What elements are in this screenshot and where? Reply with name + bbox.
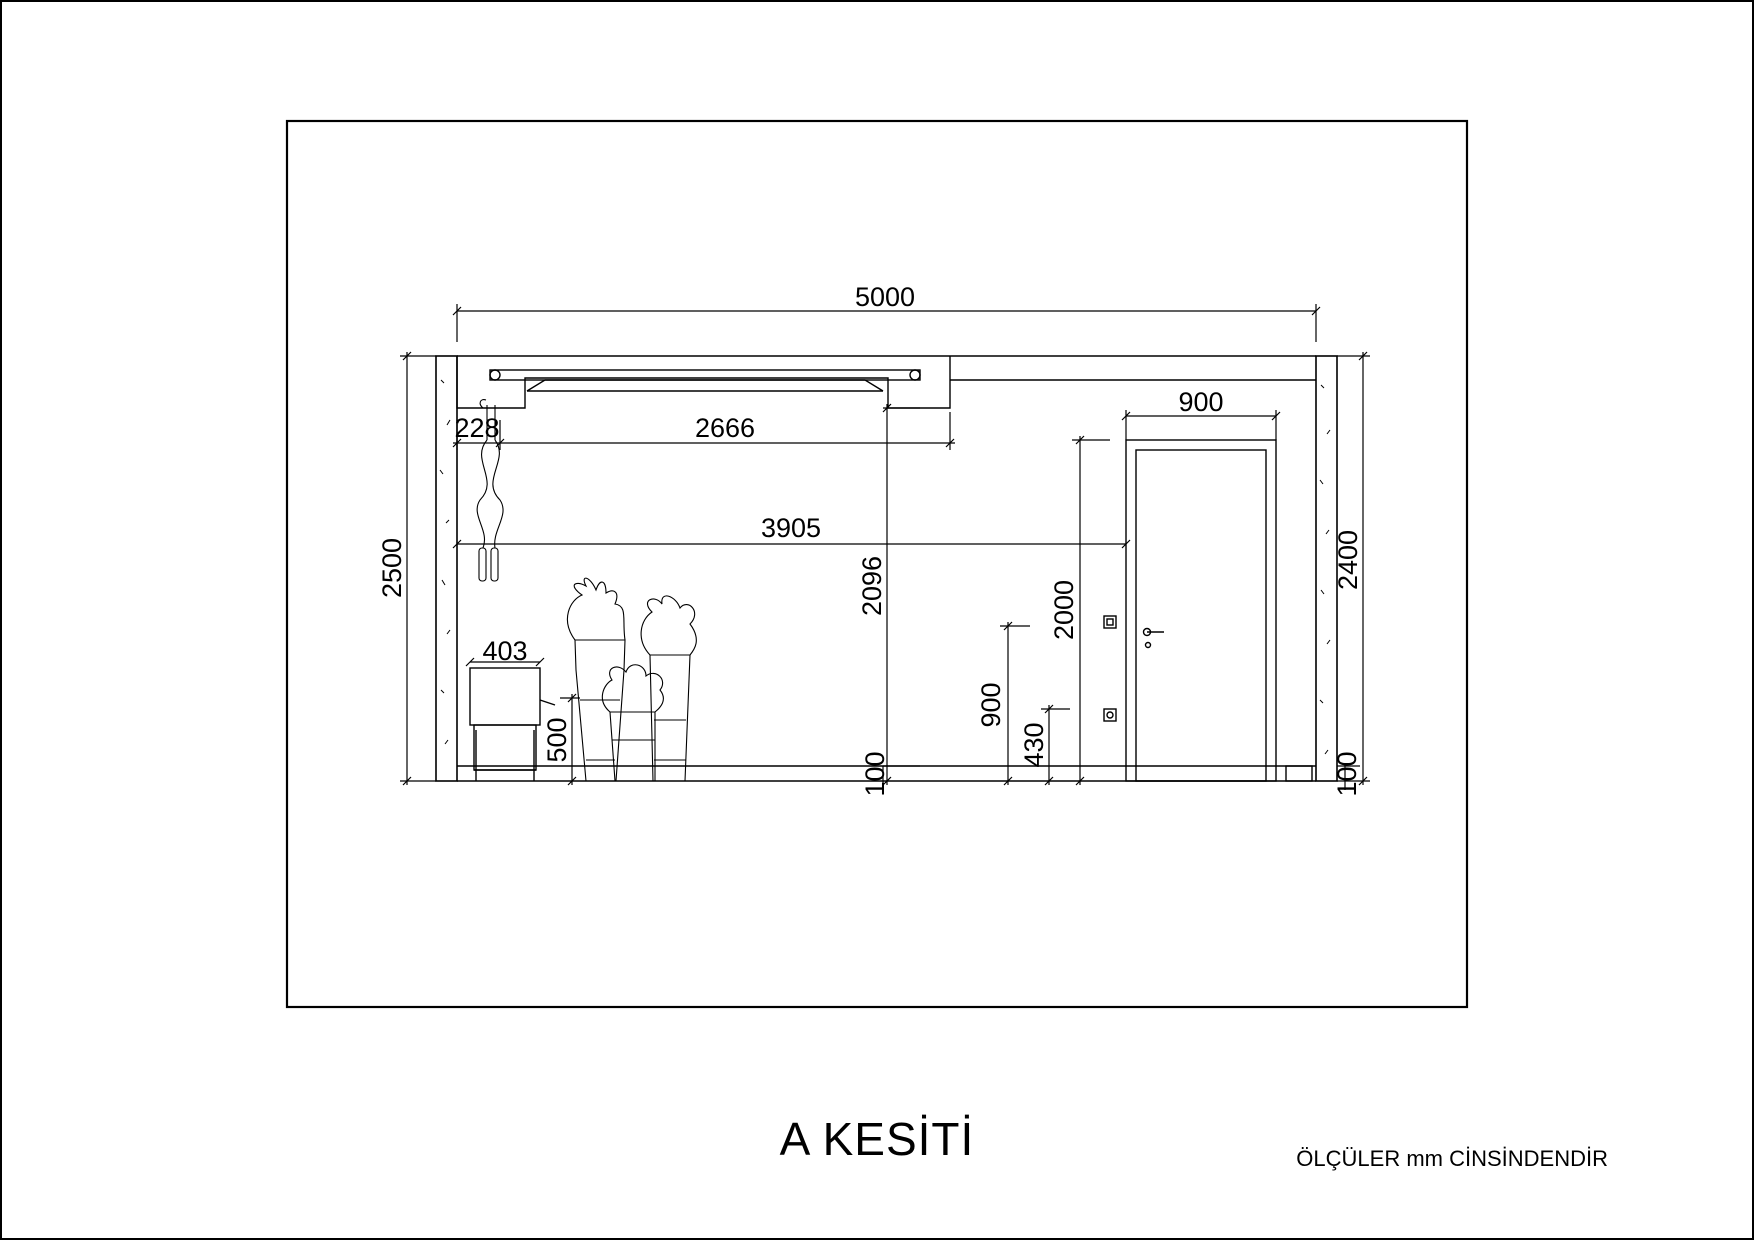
pendant-lamp	[476, 399, 504, 582]
suspended-ceiling-panel	[456, 356, 951, 409]
dim-door-width: 900	[1178, 387, 1223, 417]
dim-cabinet-width: 403	[482, 636, 527, 666]
dimension-lines	[400, 304, 1370, 790]
right-wall	[1315, 355, 1338, 782]
dim-ceiling-height: 2096	[857, 556, 887, 616]
dim-door-height: 2000	[1049, 580, 1079, 640]
section-title: A KESİTİ	[779, 1113, 975, 1165]
wall-socket	[1103, 708, 1117, 722]
unit-note: ÖLÇÜLER mm CİNSİNDENDİR	[1296, 1146, 1608, 1171]
dim-wall-to-door: 3905	[761, 513, 821, 543]
light-switch-inner	[1106, 618, 1114, 626]
skirting-right	[1285, 765, 1313, 782]
dim-skirting-left: 100	[860, 751, 890, 796]
dim-socket-height: 430	[1019, 722, 1049, 767]
drawing-frame	[285, 119, 1469, 1009]
plant-vases	[566, 577, 697, 782]
dim-ceiling-panel: 2666	[695, 413, 755, 443]
dim-total-width: 5000	[855, 282, 915, 312]
door	[1125, 439, 1277, 782]
dim-skirting-right: 100	[1332, 751, 1362, 796]
left-wall	[435, 355, 458, 782]
side-cabinet	[469, 667, 556, 781]
dim-edge-offset: 228	[454, 413, 499, 443]
dim-total-height: 2500	[377, 538, 407, 598]
dim-switch-height: 900	[976, 682, 1006, 727]
wall-socket-inner	[1106, 711, 1114, 719]
dim-room-height: 2400	[1333, 530, 1363, 590]
light-switch	[1103, 615, 1117, 629]
dim-cabinet-height: 500	[542, 717, 572, 762]
